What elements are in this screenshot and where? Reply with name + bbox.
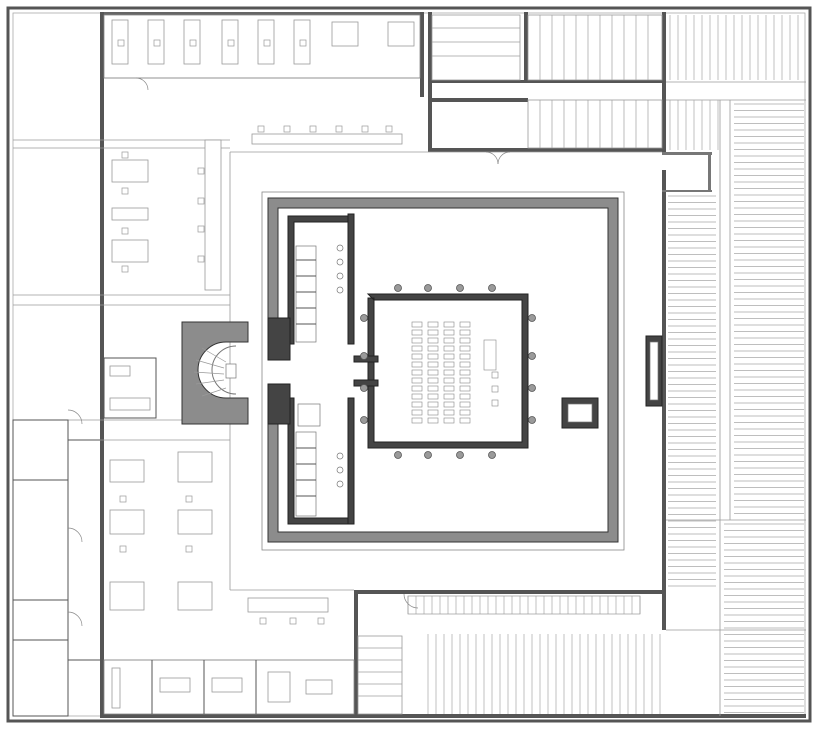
seat — [411, 417, 423, 424]
seat — [443, 409, 455, 416]
seat — [459, 337, 471, 344]
seat — [459, 353, 471, 360]
column — [360, 352, 368, 360]
lectern — [483, 339, 497, 371]
column — [394, 284, 402, 292]
seat — [411, 393, 423, 400]
column — [456, 284, 464, 292]
seat — [443, 393, 455, 400]
office-desks-bottom — [103, 659, 355, 715]
seat — [459, 321, 471, 328]
seat — [411, 353, 423, 360]
office-desks-west — [109, 139, 329, 625]
seat — [443, 369, 455, 376]
seat — [411, 345, 423, 352]
seat — [459, 345, 471, 352]
seat — [443, 377, 455, 384]
seat — [411, 321, 423, 328]
seat — [459, 409, 471, 416]
seat — [411, 385, 423, 392]
seat — [443, 329, 455, 336]
archive-shelving-east — [668, 103, 804, 713]
column — [456, 451, 464, 459]
lecture-hall-seating — [411, 321, 499, 424]
seat — [411, 369, 423, 376]
spiral-stair — [181, 321, 249, 425]
column — [424, 284, 432, 292]
column — [528, 384, 536, 392]
seat — [427, 369, 439, 376]
seat — [443, 321, 455, 328]
column — [360, 314, 368, 322]
column — [528, 416, 536, 424]
seat — [427, 353, 439, 360]
seat — [411, 377, 423, 384]
seat — [427, 377, 439, 384]
column — [528, 314, 536, 322]
seat — [443, 417, 455, 424]
seat — [459, 385, 471, 392]
archive-shelving-north — [669, 15, 799, 150]
seat — [427, 329, 439, 336]
seat — [411, 409, 423, 416]
restroom-stalls — [295, 244, 344, 517]
seat — [443, 337, 455, 344]
chair — [491, 371, 499, 379]
seat — [443, 361, 455, 368]
column — [360, 416, 368, 424]
seat — [443, 385, 455, 392]
seat — [427, 321, 439, 328]
column — [488, 284, 496, 292]
chair — [491, 399, 499, 407]
doors — [67, 77, 511, 627]
office-table-row — [251, 125, 403, 145]
lecture-hall-columns — [360, 284, 536, 459]
stair-north — [431, 14, 663, 149]
column — [424, 451, 432, 459]
column — [488, 451, 496, 459]
central-core — [261, 191, 663, 551]
seat — [459, 377, 471, 384]
seat — [459, 329, 471, 336]
shelf-unit — [407, 595, 641, 615]
west-rooms — [12, 357, 157, 717]
seat — [427, 417, 439, 424]
office-desks-top — [103, 14, 421, 79]
seat — [459, 393, 471, 400]
seat — [427, 393, 439, 400]
outer-walls — [6, 6, 812, 723]
seat — [427, 361, 439, 368]
seat — [427, 409, 439, 416]
seat — [459, 401, 471, 408]
seat — [411, 337, 423, 344]
seat — [411, 401, 423, 408]
column — [528, 352, 536, 360]
seat — [459, 361, 471, 368]
seat — [427, 385, 439, 392]
seat — [459, 369, 471, 376]
seat — [443, 345, 455, 352]
seat — [443, 401, 455, 408]
seat — [459, 417, 471, 424]
seat — [411, 329, 423, 336]
seat — [427, 337, 439, 344]
seat — [411, 361, 423, 368]
seat — [427, 345, 439, 352]
seat — [427, 401, 439, 408]
chair — [491, 385, 499, 393]
archive-shelving-south — [407, 595, 661, 714]
seat — [443, 353, 455, 360]
column — [394, 451, 402, 459]
column — [360, 384, 368, 392]
stair-south — [357, 635, 403, 715]
